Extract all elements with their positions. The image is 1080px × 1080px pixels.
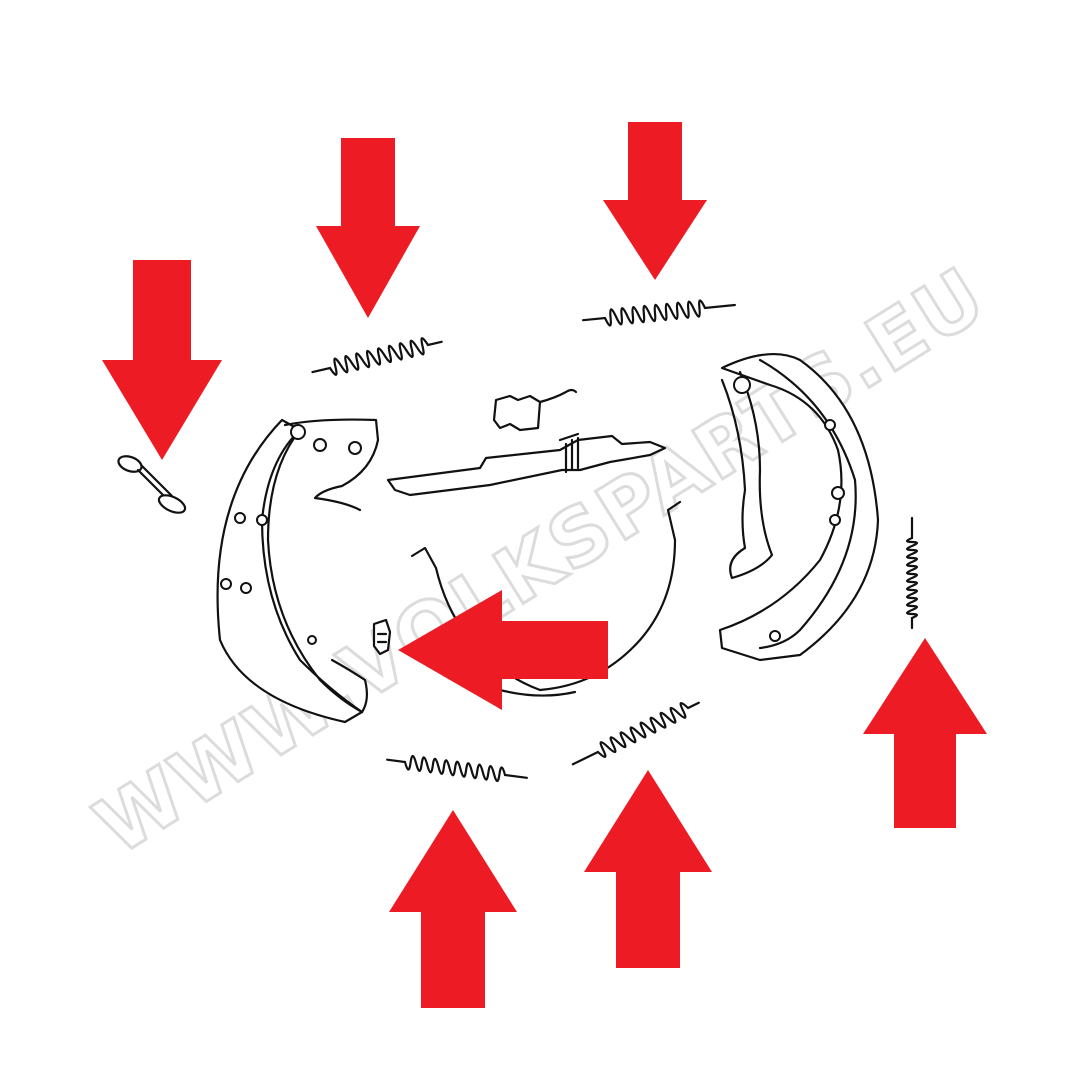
brake-shoe-left bbox=[216, 418, 380, 724]
hold-down-spring-right bbox=[905, 516, 919, 630]
springs-group bbox=[311, 299, 919, 783]
arrow-retaining-clip bbox=[398, 590, 608, 710]
return-spring-bottom-right bbox=[571, 701, 700, 766]
hold-down-pin bbox=[117, 455, 187, 514]
arrow-spring-right bbox=[863, 638, 987, 828]
arrow-spring-bottom-left bbox=[389, 810, 517, 1008]
adjuster-strut bbox=[386, 388, 667, 497]
arrow-spring-top-left bbox=[316, 138, 420, 318]
retaining-clip bbox=[372, 618, 392, 656]
arrow-spring-top-right bbox=[603, 122, 707, 280]
arrows-group bbox=[102, 122, 987, 1008]
brake-shoe-right bbox=[718, 352, 880, 662]
return-spring-top-right bbox=[582, 299, 736, 327]
arrow-spring-bottom-right bbox=[584, 770, 712, 968]
return-spring-top-left bbox=[311, 337, 443, 376]
arrow-hold-down-pin bbox=[102, 260, 222, 460]
return-spring-bottom-left bbox=[386, 754, 528, 783]
